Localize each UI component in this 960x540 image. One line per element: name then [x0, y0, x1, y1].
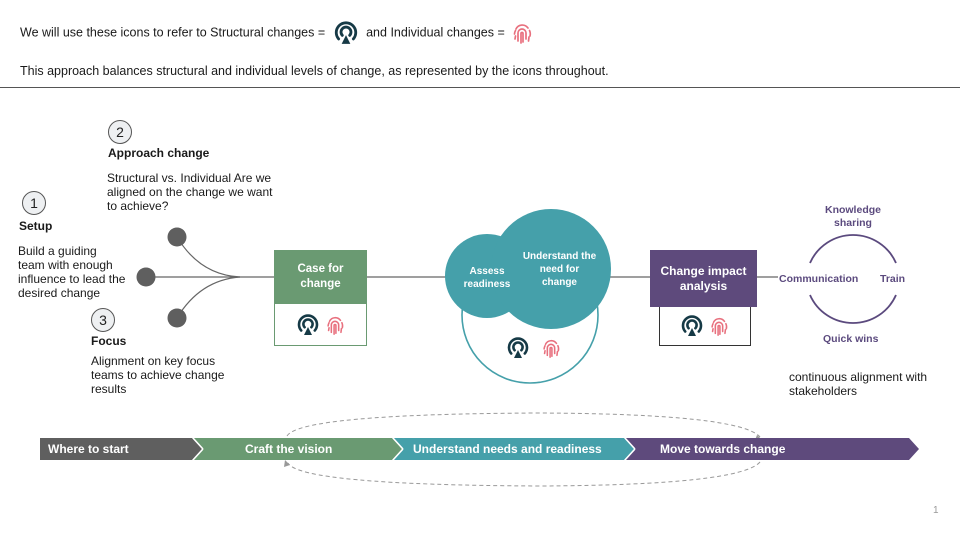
page-number: 1: [933, 505, 939, 516]
connector-upper: [176, 236, 241, 278]
step-1-number: 1: [22, 191, 46, 215]
cycle-caption: continuous alignment with stakeholders: [789, 370, 928, 398]
intro-line-2: This approach balances structural and in…: [20, 64, 609, 78]
structural-change-icon: [680, 314, 704, 338]
node-approach: [167, 227, 187, 247]
change-impact-label: Change impact analysis: [660, 263, 747, 293]
step-3-number: 3: [91, 308, 115, 332]
step-2-number: 2: [108, 120, 132, 144]
step-2-description: Structural vs. Individual Are we aligned…: [107, 171, 273, 213]
understand-need-label: Understand the need for change: [522, 251, 597, 288]
cycle-train: Train: [880, 273, 906, 285]
connector-lower: [176, 276, 241, 319]
cycle-communication: Communication: [779, 273, 859, 285]
case-for-change-label: Case for change: [297, 263, 344, 290]
understand-need-bubble: [491, 209, 611, 329]
bubble-icons: [500, 334, 568, 362]
phase-chevron-move-towards[interactable]: [625, 438, 919, 460]
intro-line-1: We will use these icons to refer to Stru…: [20, 20, 534, 46]
phase-chevron-understand-needs[interactable]: [393, 438, 634, 460]
structural-change-icon: [506, 336, 530, 360]
cycle-knowledge-sharing: Knowledge sharing: [824, 204, 881, 229]
cycle-arc-top: [809, 234, 897, 264]
step-1-description: Build a guiding team with enough influen…: [18, 244, 126, 300]
assess-readiness-label: Assess readiness: [463, 266, 511, 290]
change-impact-box[interactable]: Change impact analysis: [650, 250, 757, 307]
phase-label-move-towards: Move towards change: [660, 442, 786, 456]
node-setup: [136, 267, 156, 287]
cycle-arc-bottom: [809, 294, 897, 324]
step-3-description: Alignment on key focus teams to achieve …: [91, 354, 225, 396]
phase-label-understand-needs: Understand needs and readiness: [413, 442, 602, 456]
phase-chevron-craft-vision[interactable]: [193, 438, 402, 460]
fingerprint-icon: [540, 337, 562, 359]
intro-structural-text: We will use these icons to refer to Stru…: [20, 25, 326, 40]
loop-arrow-bottom: [287, 461, 761, 487]
phase-label-where-to-start: Where to start: [48, 442, 129, 456]
divider: [0, 87, 960, 88]
phase-chevron-where-to-start[interactable]: [40, 438, 202, 460]
step-1-title: Setup: [19, 219, 53, 233]
case-for-change-box[interactable]: Case for change: [274, 250, 367, 304]
node-focus: [167, 308, 187, 328]
intro-individual-text: and Individual changes =: [366, 25, 505, 40]
fingerprint-icon: [324, 314, 346, 336]
step-2-title: Approach change: [108, 146, 210, 160]
loop-arrowhead-bottom: [284, 460, 290, 467]
change-impact-icons: [659, 307, 751, 346]
step-3-title: Focus: [91, 334, 127, 348]
structural-change-icon: [296, 313, 320, 337]
case-for-change-icons: [274, 304, 367, 346]
cycle-quick-wins: Quick wins: [823, 333, 879, 345]
loop-arrow-top: [286, 412, 761, 438]
fingerprint-icon: [708, 315, 730, 337]
phase-label-craft-vision: Craft the vision: [245, 442, 333, 456]
